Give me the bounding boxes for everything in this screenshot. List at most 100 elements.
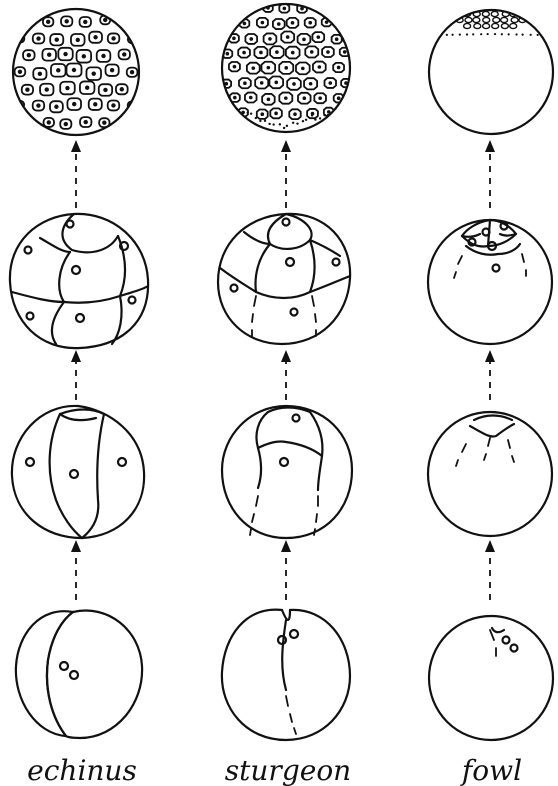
cell-nucleus — [130, 70, 134, 74]
cell-nucleus — [310, 50, 314, 54]
yolk-dot — [446, 34, 448, 36]
cell-nucleus — [293, 112, 297, 116]
arrow-head — [485, 350, 495, 362]
cell-nucleus — [302, 96, 306, 100]
yolk-dot — [255, 117, 257, 119]
echinus-4-cell-embryo — [12, 406, 144, 538]
yolk-dot — [530, 34, 532, 36]
cell-nucleus — [65, 86, 69, 90]
cell-nucleus — [344, 81, 348, 85]
cell-nucleus — [292, 82, 296, 86]
cell-nucleus — [25, 87, 29, 91]
cell-nucleus — [110, 68, 114, 72]
blastodisc-cell — [455, 11, 462, 16]
cell-nucleus — [63, 52, 67, 56]
cell-nucleus — [82, 54, 86, 58]
echinus-column — [10, 9, 148, 738]
cell-nucleus — [301, 67, 305, 71]
cell-nucleus — [243, 22, 247, 26]
yolk-dot — [459, 34, 461, 36]
arrow-head — [281, 140, 291, 152]
cell-nucleus — [337, 66, 341, 70]
fowl-4-cell-embryo — [428, 412, 552, 536]
yolk-dot — [521, 34, 523, 36]
arrow-head — [485, 540, 495, 552]
blastodisc-cell — [473, 17, 480, 22]
yolk-dot — [286, 125, 288, 127]
cell-nucleus — [102, 120, 106, 124]
cell-nucleus — [85, 86, 89, 90]
yolk-dot — [302, 120, 304, 122]
blastodisc-cell — [510, 23, 517, 28]
yolk-dot — [494, 33, 496, 35]
echinus-8-cell-embryo — [10, 214, 148, 348]
blastodisc-cell — [530, 11, 537, 16]
yolk-dot — [264, 120, 266, 122]
cell-nucleus — [111, 103, 115, 107]
cell-nucleus — [122, 52, 126, 56]
cell-nucleus — [249, 96, 253, 100]
cell-nucleus — [275, 50, 279, 54]
yolk-dot — [305, 119, 307, 121]
blastodisc-cell — [483, 23, 490, 28]
cell-nucleus — [291, 21, 295, 25]
blastodisc-cell — [491, 11, 498, 16]
cell-nucleus — [267, 66, 271, 70]
blastodisc-cell — [511, 17, 518, 22]
cell-nucleus — [93, 35, 97, 39]
cell-nucleus — [226, 52, 230, 56]
cell-nucleus — [268, 37, 272, 41]
cell-nucleus — [286, 35, 290, 39]
blastodisc-cell — [501, 23, 508, 28]
cell-nucleus — [259, 51, 263, 55]
cell-nucleus — [283, 7, 287, 11]
arrow-head — [71, 540, 81, 552]
cell-nucleus — [46, 20, 50, 24]
cell-nucleus — [302, 38, 306, 42]
yolk-dot — [247, 112, 249, 114]
yolk-dot — [337, 111, 339, 113]
cell-nucleus — [309, 82, 313, 86]
cell-nucleus — [36, 103, 40, 107]
cell-nucleus — [233, 96, 237, 100]
fowl-2-cell-embryo — [429, 616, 553, 740]
caption-sturgeon: sturgeon — [225, 754, 351, 786]
yolk-dot — [283, 127, 285, 129]
blastodisc-cell — [493, 17, 500, 22]
cell-nucleus — [111, 36, 115, 40]
cell-nucleus — [274, 112, 278, 116]
yolk-dot — [259, 120, 261, 122]
cell-nucleus — [47, 53, 51, 57]
cell-nucleus — [120, 87, 124, 91]
cell-nucleus — [260, 112, 264, 116]
cell-nucleus — [72, 102, 76, 106]
yolk-dot — [501, 33, 503, 35]
blastodisc-cell — [492, 23, 499, 28]
blastodisc-cell — [464, 23, 471, 28]
yolk-dot — [230, 106, 232, 108]
yolk-dot — [480, 33, 482, 35]
yolk-dot — [515, 33, 517, 35]
sturgeon-2-cell-embryo — [222, 610, 350, 740]
cell-nucleus — [335, 37, 339, 41]
yolk-dot — [296, 122, 298, 124]
cell-nucleus — [232, 37, 236, 41]
cell-nucleus — [83, 20, 87, 24]
sturgeon-blastula — [221, 4, 350, 132]
cell-nucleus — [249, 37, 253, 41]
cell-nucleus — [308, 21, 312, 25]
yolk-dot — [451, 34, 453, 36]
cell-nucleus — [47, 120, 51, 124]
blastodisc-cell — [519, 11, 526, 16]
yolk-dot — [225, 104, 227, 106]
cell-nucleus — [76, 38, 80, 42]
cell-nucleus — [325, 20, 329, 24]
cell-nucleus — [64, 122, 68, 126]
yolk-dot — [268, 123, 270, 125]
cell-nucleus — [261, 21, 265, 25]
cell-nucleus — [277, 22, 281, 26]
arrow-head — [281, 350, 291, 362]
yolk-dot — [250, 112, 252, 114]
cell-nucleus — [72, 68, 76, 72]
